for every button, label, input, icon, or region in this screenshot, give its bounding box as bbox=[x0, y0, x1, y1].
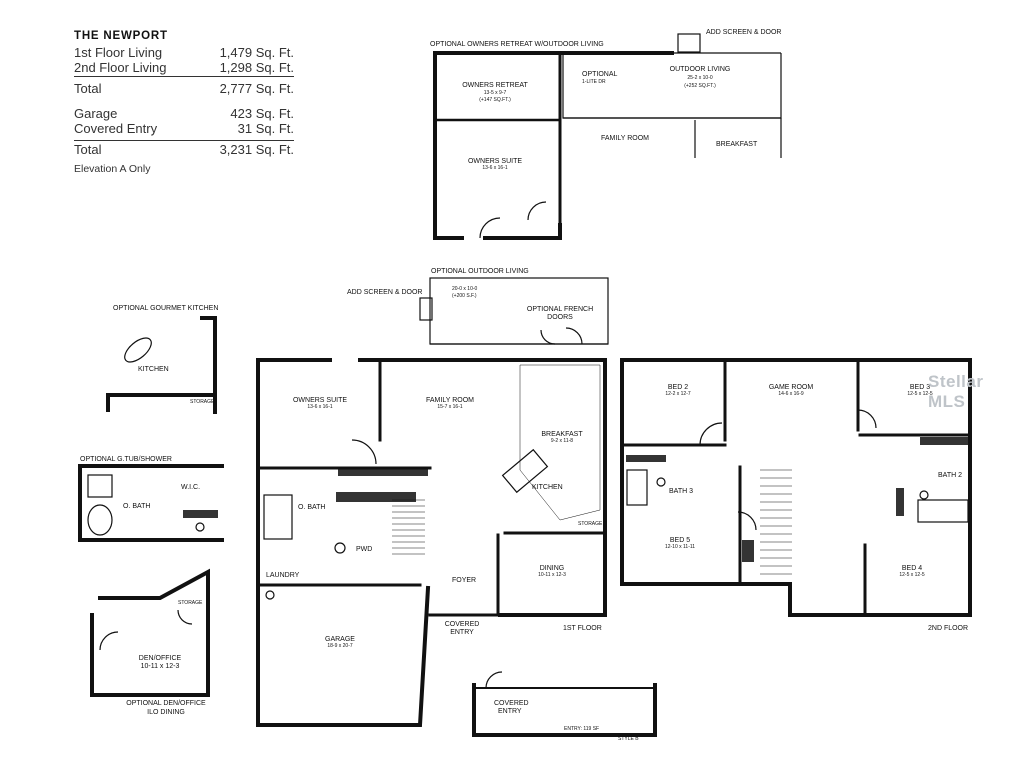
style-b-entry-area: ENTRY: 119 SF bbox=[564, 726, 600, 732]
owners-retreat-walls bbox=[433, 51, 674, 240]
spec-value: 31 Sq. Ft. bbox=[237, 121, 294, 136]
bath3-label: BATH 3 bbox=[669, 488, 693, 495]
gtub-walls bbox=[78, 464, 224, 542]
den-dim: 10-11 x 12-3 bbox=[140, 663, 180, 670]
bed4-name: BED 4 bbox=[901, 565, 923, 572]
owners-suite-dim: 13-6 x 16-1 bbox=[307, 404, 333, 410]
style-b-walls bbox=[472, 683, 657, 737]
second-floor-label: 2ND FLOOR bbox=[928, 625, 969, 632]
powder-room-label: PWD bbox=[356, 546, 373, 553]
dining-dim: 10-11 x 12-3 bbox=[538, 572, 566, 578]
spec-label: Total bbox=[74, 142, 102, 157]
gtub-obath: O. BATH bbox=[123, 503, 151, 510]
spec-label: Covered Entry bbox=[74, 121, 158, 136]
breakfast-name: BREAKFAST bbox=[541, 431, 583, 438]
retreat-dim: 13-5 x 9-7 bbox=[483, 90, 507, 96]
first-floor-label: 1ST FLOOR bbox=[563, 625, 602, 632]
optional-door-label2: 1-LITE DR bbox=[582, 79, 606, 85]
bed5-dim: 12-10 x 11-11 bbox=[664, 544, 696, 550]
garage-name: GARAGE bbox=[325, 636, 355, 643]
family-room-dim: 15-7 x 16-1 bbox=[437, 404, 463, 410]
spec-row: 2nd Floor Living 1,298 Sq. Ft. bbox=[74, 60, 296, 75]
family-room-name: FAMILY ROOM bbox=[426, 397, 474, 404]
den-caption: OPTIONAL DEN/OFFICE bbox=[126, 700, 206, 707]
gtub-heading: OPTIONAL G.TUB/SHOWER bbox=[80, 456, 172, 463]
gourmet-heading: OPTIONAL GOURMET KITCHEN bbox=[113, 305, 219, 312]
bath2-label: BATH 2 bbox=[938, 472, 962, 479]
foyer-label: FOYER bbox=[452, 577, 477, 584]
den-storage: STORAGE bbox=[178, 600, 203, 606]
retreat-suite-name: OWNERS SUITE bbox=[467, 158, 523, 165]
spec-value: 1,298 Sq. Ft. bbox=[219, 60, 294, 75]
gourmet-walls bbox=[106, 316, 217, 414]
outdoor-option-area: (+200 S.F.) bbox=[452, 293, 477, 299]
outdoor-option-dim: 20-0 x 10-0 bbox=[452, 286, 478, 292]
retreat-heading: OPTIONAL OWNERS RETREAT W/OUTDOOR LIVING bbox=[430, 41, 604, 48]
spec-label: 1st Floor Living bbox=[74, 45, 163, 60]
spec-row: Garage 423 Sq. Ft. bbox=[74, 106, 296, 121]
style-b-entry: ENTRY bbox=[498, 708, 522, 715]
retreat-family-room: FAMILY ROOM bbox=[601, 135, 649, 142]
spec-row: 1st Floor Living 1,479 Sq. Ft. bbox=[74, 45, 296, 60]
garage-dim: 18-9 x 20-7 bbox=[327, 643, 353, 649]
den-name: DEN/OFFICE bbox=[138, 655, 182, 662]
spec-table: THE NEWPORT 1st Floor Living 1,479 Sq. F… bbox=[74, 30, 296, 175]
bed3-dim: 12-5 x 12-5 bbox=[907, 391, 933, 397]
outdoor-living-dim: 25-2 x 10-0 bbox=[687, 75, 713, 81]
watermark: Stellar MLS bbox=[928, 372, 984, 411]
divider bbox=[74, 76, 294, 77]
spec-label: Garage bbox=[74, 106, 118, 121]
kitchen-storage: STORAGE bbox=[578, 521, 603, 527]
elevation-note: Elevation A Only bbox=[74, 163, 151, 175]
den-walls bbox=[90, 568, 210, 697]
spec-row: Total 2,777 Sq. Ft. bbox=[74, 81, 296, 96]
style-b-covered: COVERED bbox=[494, 700, 529, 707]
owners-suite-name: OWNERS SUITE bbox=[292, 397, 348, 404]
spec-row: Total 3,231 Sq. Ft. bbox=[74, 142, 296, 157]
retreat-add-screen: ADD SCREEN & DOOR bbox=[706, 29, 782, 36]
french-doors-label: OPTIONAL FRENCH bbox=[526, 306, 594, 313]
laundry-label: LAUNDRY bbox=[266, 572, 300, 579]
covered-entry: COVERED bbox=[444, 621, 480, 628]
dining-name: DINING bbox=[539, 565, 565, 572]
plan-title: THE NEWPORT bbox=[74, 30, 168, 42]
divider bbox=[74, 140, 294, 141]
bed2-dim: 12-2 x 12-7 bbox=[665, 391, 691, 397]
spec-value: 423 Sq. Ft. bbox=[230, 106, 294, 121]
gourmet-storage: STORAGE bbox=[190, 399, 215, 405]
outdoor-option-heading: OPTIONAL OUTDOOR LIVING bbox=[431, 268, 529, 275]
first-floor-walls bbox=[256, 358, 607, 727]
optional-door-label: OPTIONAL bbox=[582, 71, 618, 78]
breakfast-dim: 9-2 x 11-8 bbox=[550, 438, 574, 444]
spec-label: Total bbox=[74, 81, 102, 96]
game-room-dim: 14-6 x 16-9 bbox=[778, 391, 804, 397]
style-b-label: STYLE B bbox=[618, 736, 639, 742]
bed4-dim: 12-5 x 12-5 bbox=[899, 572, 925, 578]
spec-value: 3,231 Sq. Ft. bbox=[219, 142, 294, 157]
outdoor-add-screen: ADD SCREEN & DOOR bbox=[347, 289, 423, 296]
spec-value: 1,479 Sq. Ft. bbox=[219, 45, 294, 60]
second-floor-walls bbox=[620, 358, 972, 617]
kitchen-label: KITCHEN bbox=[532, 484, 563, 491]
gourmet-kitchen: KITCHEN bbox=[138, 366, 169, 373]
bed2-name: BED 2 bbox=[667, 384, 689, 391]
bed3-name: BED 3 bbox=[909, 384, 931, 391]
retreat-area: (+147 SQ.FT.) bbox=[479, 97, 511, 103]
spec-row: Covered Entry 31 Sq. Ft. bbox=[74, 121, 296, 136]
retreat-breakfast: BREAKFAST bbox=[716, 141, 758, 148]
outdoor-living-area: (+252 SQ.FT.) bbox=[684, 83, 716, 89]
spec-value: 2,777 Sq. Ft. bbox=[219, 81, 294, 96]
spec-label: 2nd Floor Living bbox=[74, 60, 167, 75]
owners-bath-label: O. BATH bbox=[298, 504, 326, 511]
covered-entry2: ENTRY bbox=[450, 629, 474, 636]
game-room-name: GAME ROOM bbox=[768, 384, 814, 391]
gtub-wic: W.I.C. bbox=[181, 484, 201, 491]
bed5-name: BED 5 bbox=[669, 537, 691, 544]
outdoor-living-name: OUTDOOR LIVING bbox=[669, 66, 731, 73]
den-caption2: ILO DINING bbox=[147, 709, 185, 716]
retreat-suite-dim: 13-6 x 16-1 bbox=[482, 165, 508, 171]
french-doors-label2: DOORS bbox=[547, 314, 573, 321]
retreat-name: OWNERS RETREAT bbox=[462, 82, 528, 89]
